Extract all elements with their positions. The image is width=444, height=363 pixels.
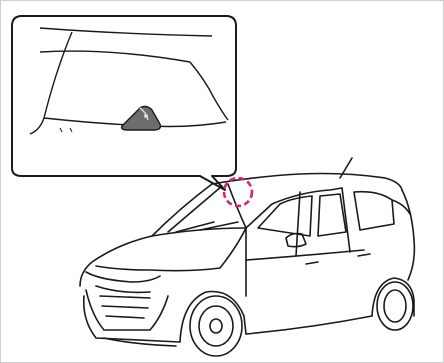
detail-callout <box>12 16 236 190</box>
